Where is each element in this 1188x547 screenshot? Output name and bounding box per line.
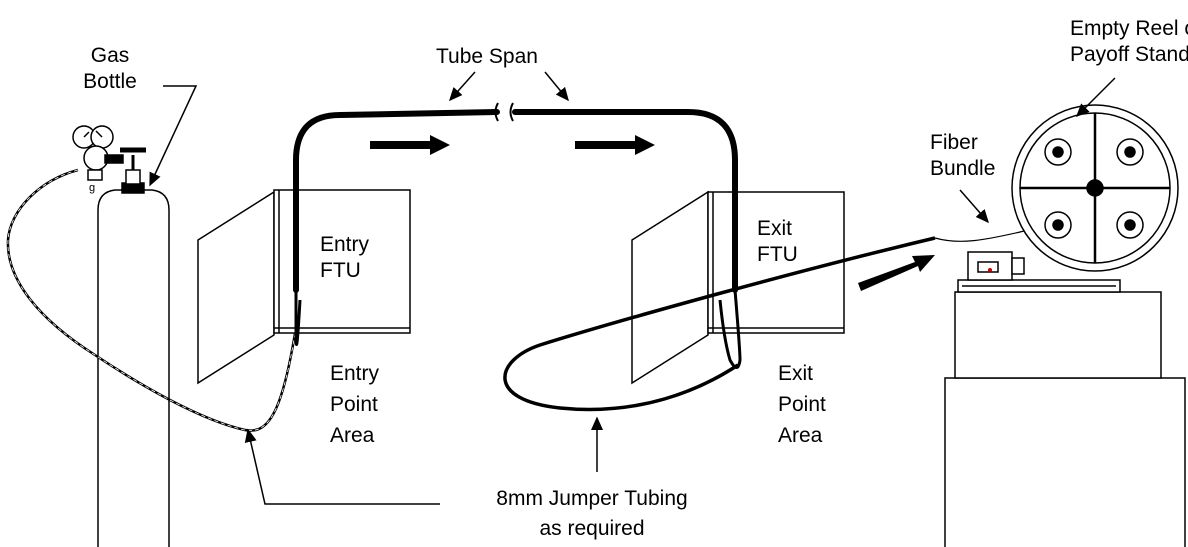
entry-jumper-tube bbox=[294, 250, 302, 346]
entry-point-label-line1: Entry bbox=[330, 362, 380, 385]
svg-text:g: g bbox=[89, 182, 95, 194]
entry-ftu-label-line2: FTU bbox=[320, 259, 361, 282]
jumper-tubing-label-line2: as required bbox=[539, 517, 645, 540]
empty-reel-label-line1: Empty Reel on bbox=[1070, 17, 1188, 40]
gas-bottle-label: Gas Bottle bbox=[70, 43, 150, 95]
jumper-tubing bbox=[503, 236, 936, 412]
exit-ftu-label-line2: FTU bbox=[757, 243, 798, 266]
jumper-tubing-label-line1: 8mm Jumper Tubing bbox=[496, 487, 688, 510]
entry-ftu-label: Entry FTU bbox=[320, 232, 369, 284]
exit-ftu-box bbox=[631, 190, 845, 385]
leader-lines bbox=[149, 71, 1116, 505]
empty-reel bbox=[1011, 104, 1179, 272]
exit-ftu-label-line1: Exit bbox=[757, 217, 793, 240]
fiber-bundle bbox=[934, 191, 1091, 242]
payoff-stand bbox=[944, 251, 1186, 547]
regulator-gauges: g bbox=[72, 125, 124, 194]
exit-point-area-label: Exit Point Area bbox=[778, 358, 826, 451]
exit-point-label-line2: Point bbox=[778, 393, 826, 416]
empty-reel-label: Empty Reel on Payoff Stand bbox=[1070, 16, 1188, 68]
exit-point-label-line3: Area bbox=[778, 424, 823, 447]
tube-span-label: Tube Span bbox=[436, 45, 538, 68]
fiber-bundle-label-line2: Bundle bbox=[930, 157, 996, 180]
flow-arrows bbox=[370, 135, 935, 291]
jumper-tubing-label: 8mm Jumper Tubing as required bbox=[442, 484, 742, 544]
gas-bottle-label-line1: Gas bbox=[90, 44, 130, 67]
gas-bottle-label-line2: Bottle bbox=[83, 70, 137, 93]
tube-span-break bbox=[494, 102, 514, 122]
gas-bottle bbox=[97, 147, 170, 547]
entry-point-area-label: Entry Point Area bbox=[330, 358, 379, 451]
entry-point-label-line2: Point bbox=[330, 393, 378, 416]
exit-point-label-line1: Exit bbox=[778, 362, 814, 385]
entry-ftu-label-line1: Entry bbox=[320, 233, 370, 256]
tube-span bbox=[293, 109, 738, 293]
entry-point-label-line3: Area bbox=[330, 424, 375, 447]
empty-reel-label-line2: Payoff Stand bbox=[1070, 43, 1188, 66]
fiber-bundle-label-line1: Fiber bbox=[930, 131, 978, 154]
fiber-bundle-label: Fiber Bundle bbox=[930, 130, 995, 182]
entry-ftu-box bbox=[197, 189, 411, 385]
exit-ftu-label: Exit FTU bbox=[757, 216, 798, 268]
